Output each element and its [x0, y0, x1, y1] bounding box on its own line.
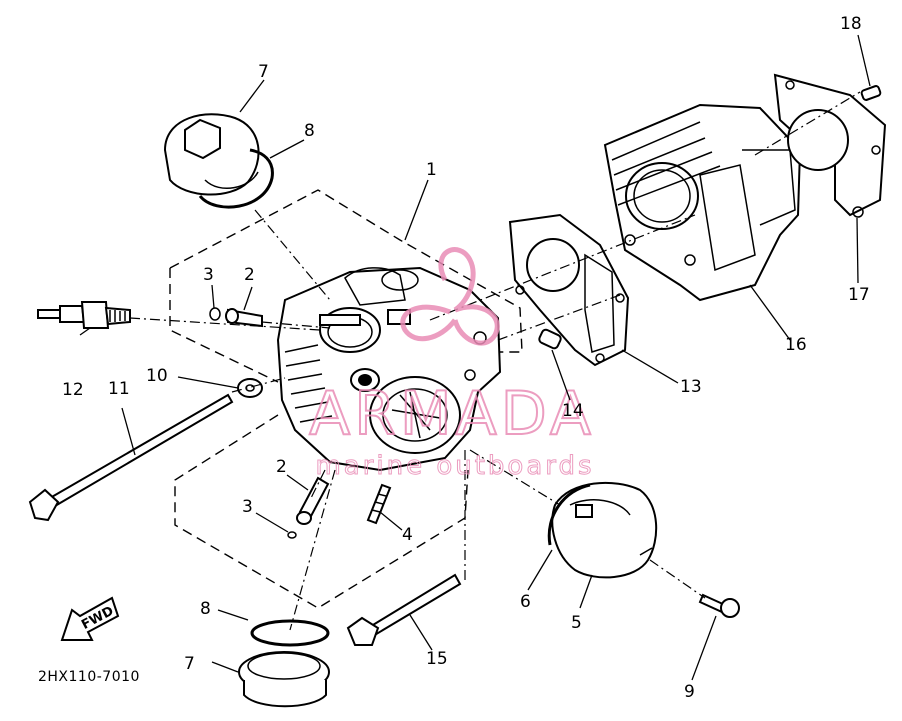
watermark-brand: ARMADA — [309, 379, 595, 449]
callout-1: 1 — [426, 160, 437, 180]
watermark: ARMADA marine outboards — [308, 247, 595, 482]
alignment-lines — [129, 91, 861, 631]
o-ring-upper[interactable] — [198, 148, 274, 209]
valve-cover-gasket[interactable] — [547, 483, 591, 546]
spark-plug[interactable] — [37, 301, 131, 329]
callout-7-lower: 7 — [184, 654, 195, 674]
callout-5: 5 — [571, 613, 582, 633]
callout-2-lower: 2 — [276, 457, 287, 477]
callout-7-upper: 7 — [258, 62, 269, 82]
valve-cover[interactable] — [551, 481, 658, 579]
cylinder-block[interactable] — [603, 103, 802, 302]
cylinder-head[interactable] — [276, 266, 502, 472]
callout-16: 16 — [785, 335, 807, 355]
head-gasket[interactable] — [508, 213, 630, 367]
callout-12: 12 — [62, 380, 84, 400]
cylinder-gasket[interactable] — [773, 73, 887, 218]
forward-arrow: FWD — [60, 596, 120, 641]
callout-17: 17 — [848, 285, 870, 305]
dowel-pin-18[interactable] — [860, 85, 882, 101]
valve-guide-upper[interactable] — [225, 308, 263, 328]
stud-4[interactable] — [366, 483, 392, 525]
callout-10: 10 — [146, 366, 168, 386]
leader-lines — [79, 34, 871, 681]
callout-3-upper: 3 — [203, 265, 214, 285]
valve-guide-lower[interactable] — [296, 476, 330, 525]
callout-4: 4 — [402, 525, 413, 545]
callouts: 1 2 2 3 3 4 5 6 7 7 8 8 9 10 11 12 13 14… — [62, 14, 870, 702]
drawing-code: 2HX110-7010 — [38, 669, 140, 685]
callout-18: 18 — [840, 14, 862, 34]
screw-9[interactable] — [698, 593, 740, 618]
watermark-logo-icon — [400, 247, 500, 346]
callout-13: 13 — [680, 377, 702, 397]
callout-11: 11 — [108, 379, 130, 399]
watermark-tagline: marine outboards — [315, 451, 594, 481]
dowel-pin-14[interactable] — [538, 328, 562, 350]
callout-15: 15 — [426, 649, 448, 669]
callout-2-upper: 2 — [244, 265, 255, 285]
washer-10[interactable] — [237, 378, 263, 398]
bolt-15[interactable] — [346, 573, 462, 646]
callout-8-upper: 8 — [304, 121, 315, 141]
clip-lower[interactable] — [287, 531, 297, 539]
callout-3-lower: 3 — [242, 497, 253, 517]
clip-upper[interactable] — [209, 307, 221, 321]
oil-filler-cap-lower[interactable] — [238, 651, 330, 708]
o-ring-lower[interactable] — [250, 619, 330, 647]
stud-bolt-11[interactable] — [28, 393, 234, 522]
callout-9: 9 — [684, 682, 695, 702]
callout-8-lower: 8 — [200, 599, 211, 619]
oil-filler-cap-upper[interactable] — [163, 113, 260, 196]
callout-14: 14 — [562, 401, 584, 421]
callout-6: 6 — [520, 592, 531, 612]
